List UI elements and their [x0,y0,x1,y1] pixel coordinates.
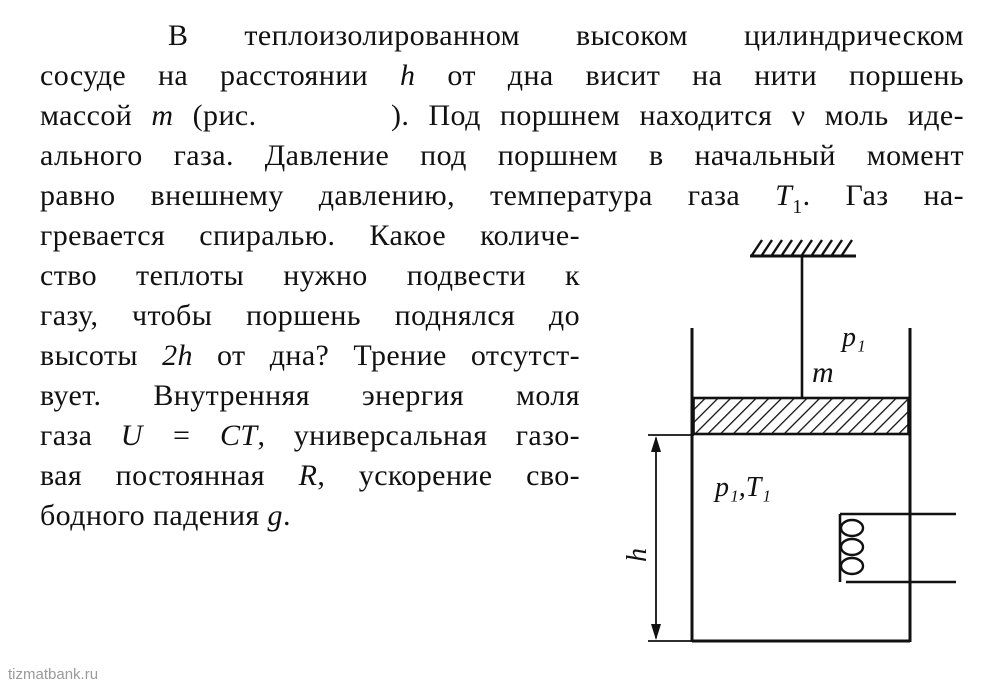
text-fragment: высоты [40,339,138,372]
text-fragment: газа [40,419,93,452]
text-line-5: равно внешнему давлению, температура газ… [40,178,964,217]
text-fragment: . [282,499,291,532]
text-line-2: сосуде на расстоянии h от дна висит на н… [40,58,964,94]
text-fragment: моль иде- [824,99,964,132]
text-fragment: ). Под поршнем находится [390,99,773,132]
height-dimension [648,434,694,642]
text-line-10: вует. Внутренняя энергия моля [40,378,580,414]
cylinder-diagram: p₁ m p₁,T₁ h [622,239,956,643]
text-fragment: , универсальная газо- [257,419,580,452]
text-line-13: бодного падения g. [40,498,291,534]
watermark: tizmatbank.ru [8,666,99,683]
text-fragment: массой [40,99,133,132]
text-fragment: гревается спиралью. Какое количе- [40,219,580,252]
text-line-12: вая постоянная R, ускорение сво- [40,458,580,494]
symbol-T: T [775,179,793,212]
label-p1-top: p₁ [840,322,866,353]
subscript-1: 1 [792,196,803,218]
text-fragment: В теплоизолированном высоком цилиндричес… [168,19,964,52]
cylinder-figure: p₁ m p₁,T₁ h [620,228,956,658]
text-line-3: массой m (рис. ). Под поршнем находится … [40,98,964,134]
label-m: m [812,356,834,389]
piston [692,396,910,436]
text-fragment: ство теплоты нужно подвести к [40,259,580,292]
text-fragment: ального газа. Давление под поршнем в нач… [40,139,964,172]
symbol-T1: T1 [775,179,803,217]
text-fragment: . Газ на- [802,179,964,212]
symbol-2h: 2h [162,339,193,372]
ceiling-hatch [750,239,856,258]
text-fragment: равно внешнему давлению, температура газ… [40,179,741,212]
label-h: h [622,548,653,562]
label-p1-T1: p₁,T₁ [713,472,771,503]
symbol-U-eq: U = CT [120,419,258,452]
text-line-8: газу, чтобы поршень поднялся до [40,298,580,334]
text-line-7: ство теплоты нужно подвести к [40,258,580,294]
symbol-nu: ν [791,99,806,132]
text-fragment: от дна? Трение отсутст- [217,339,580,372]
text-fragment: бодного падения [40,499,260,532]
symbol-R: R [298,459,318,492]
text-fragment: , ускорение сво- [317,459,580,492]
text-line-4: ального газа. Давление под поршнем в нач… [40,138,964,174]
text-fragment: сосуде на расстоянии [40,59,369,92]
symbol-m: m [151,99,174,132]
text-line-1: В теплоизолированном высоком цилиндричес… [168,18,964,54]
text-fragment: газу, чтобы поршень поднялся до [40,299,580,332]
heating-spiral [838,512,956,584]
text-fragment: от дна висит на нити поршень [447,59,964,92]
text-line-9: высоты 2h от дна? Трение отсутст- [40,338,580,374]
symbol-h: h [400,59,416,92]
text-line-6: гревается спиралью. Какое количе- [40,218,580,254]
text-fragment: (рис. [192,99,257,132]
symbol-g: g [267,499,283,532]
text-fragment: вует. Внутренняя энергия моля [40,379,580,412]
text-fragment: вая постоянная [40,459,265,492]
text-line-11: газа U = CT, универсальная газо- [40,418,580,454]
